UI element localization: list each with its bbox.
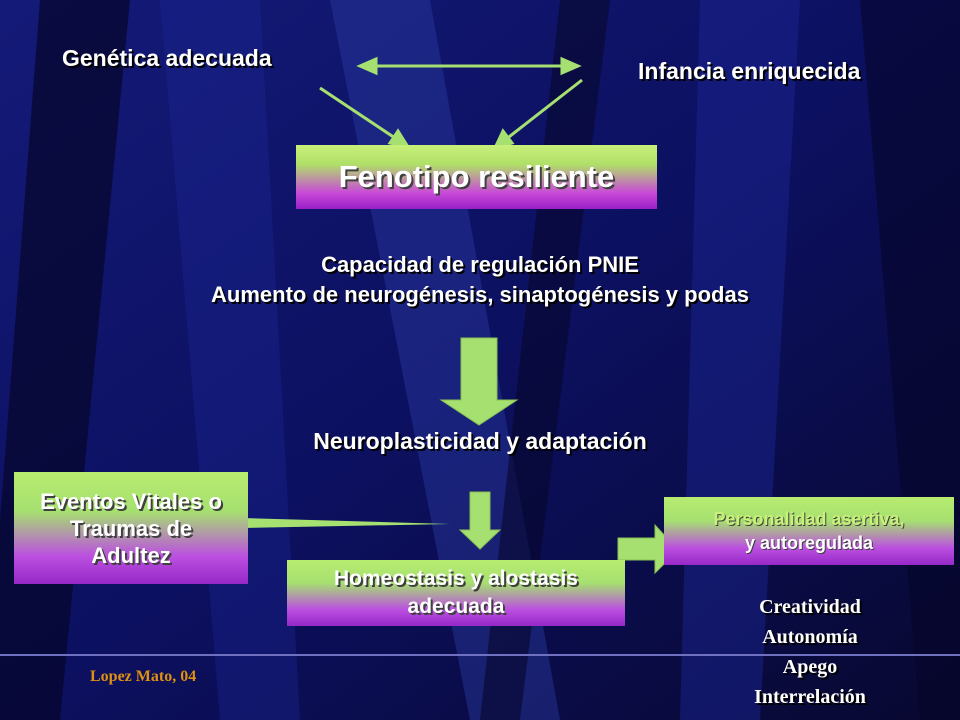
label-capacidad: Capacidad de regulación PNIE Aumento de … bbox=[0, 250, 960, 310]
trait-item: Creatividad bbox=[759, 596, 861, 618]
label-neuroplasticidad: Neuroplasticidad y adaptación bbox=[313, 428, 647, 454]
box-eventos: Eventos Vitales o Traumas de Adultez bbox=[14, 472, 248, 584]
box-homeostasis-line1: Homeostasis y alostasis bbox=[334, 567, 578, 590]
box-personalidad-line1: Personalidad asertiva, bbox=[713, 509, 905, 529]
citation: Lopez Mato, 04 bbox=[90, 668, 197, 685]
trait-item: Apego bbox=[782, 656, 838, 678]
box-eventos-line1: Eventos Vitales o bbox=[40, 488, 222, 514]
box-eventos-line3: Adultez bbox=[91, 542, 171, 568]
label-infancia: Infancia enriquecida bbox=[638, 58, 861, 84]
box-homeostasis: Homeostasis y alostasis adecuada bbox=[287, 560, 625, 626]
box-personalidad-line2: y autoregulada bbox=[744, 533, 874, 553]
box-eventos-line2: Traumas de bbox=[69, 515, 193, 541]
label-genetica: Genética adecuada bbox=[62, 45, 272, 71]
box-personalidad: Personalidad asertiva, y autoregulada bbox=[664, 497, 954, 565]
trait-item: Autonomía bbox=[762, 626, 858, 648]
trait-item: Interrelación bbox=[754, 686, 866, 708]
label-capacidad-line2: Aumento de neurogénesis, sinaptogénesis … bbox=[211, 282, 749, 307]
box-homeostasis-line2: adecuada bbox=[407, 595, 505, 618]
traits-list: Creatividad Autonomía Apego Interrelació… bbox=[700, 592, 920, 712]
box-fenotipo: Fenotipo resiliente bbox=[296, 145, 657, 209]
label-capacidad-line1: Capacidad de regulación PNIE bbox=[321, 252, 639, 277]
box-fenotipo-label: Fenotipo resiliente bbox=[338, 159, 615, 194]
